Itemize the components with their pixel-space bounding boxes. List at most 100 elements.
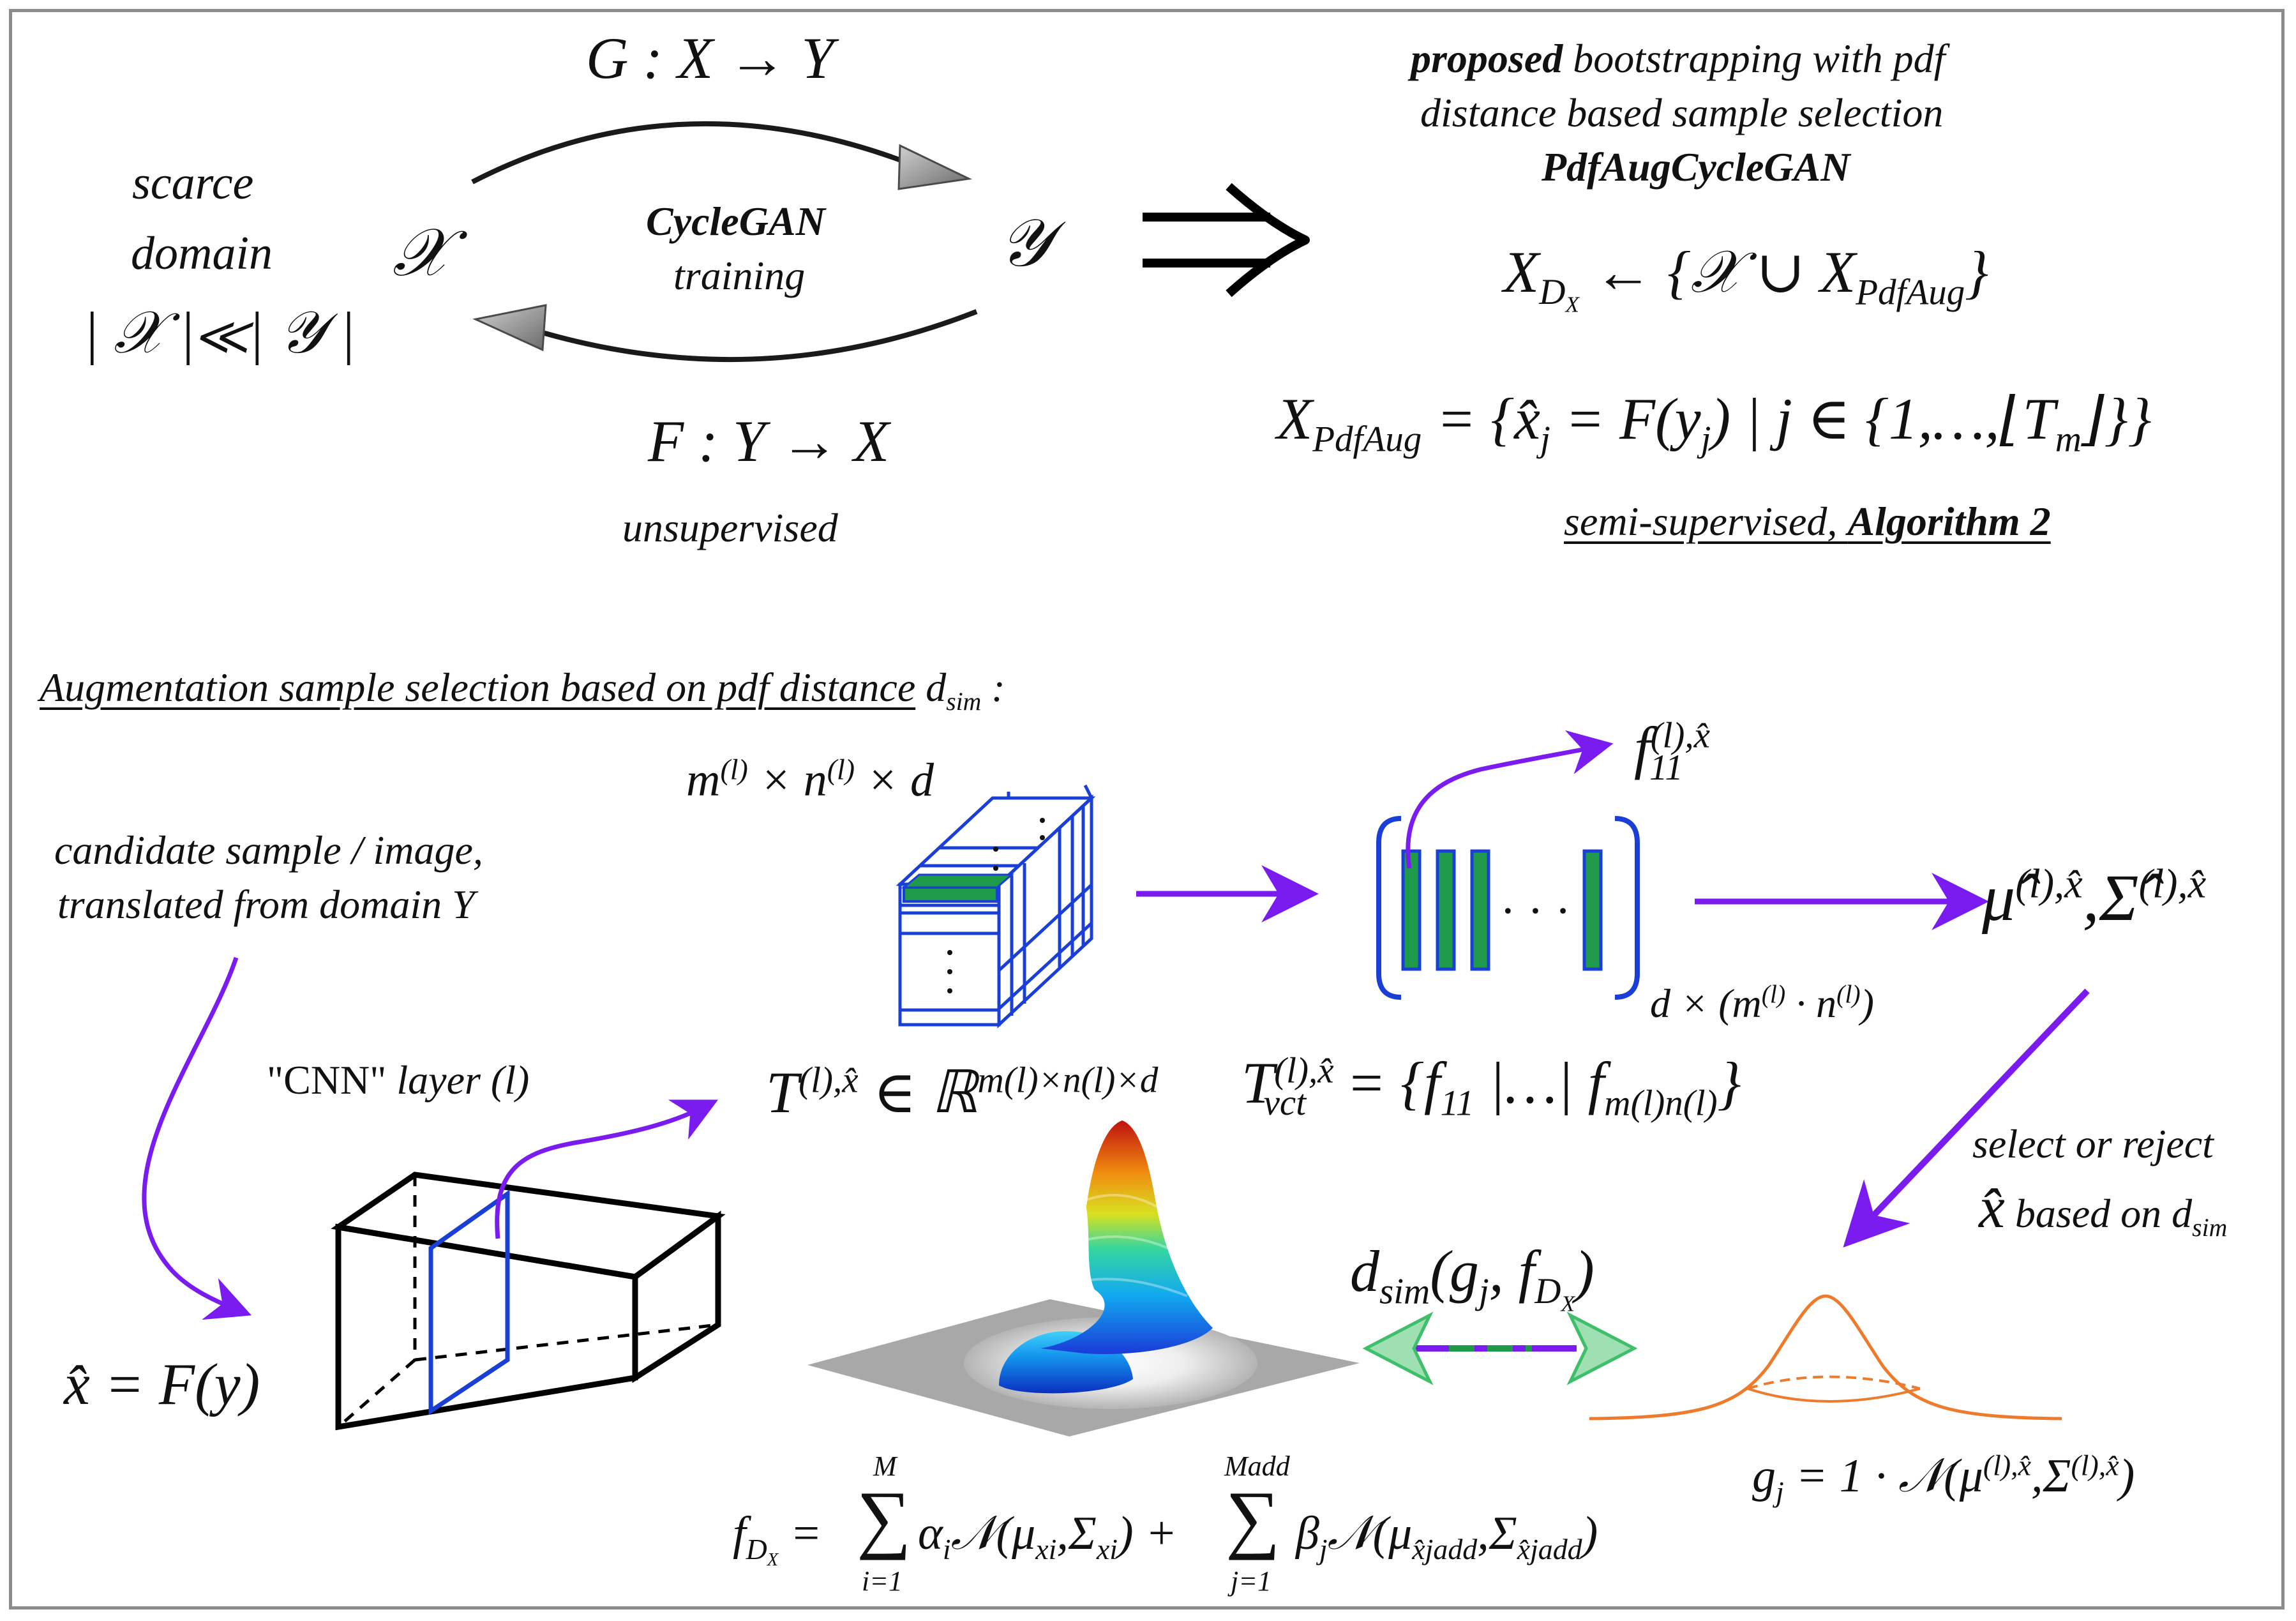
eq1-close: }: [1965, 239, 1989, 305]
tensor-equation: T(l),x̂ ∈ ℝm(l)×n(l)×d: [766, 1060, 1159, 1125]
heading-colon: :: [981, 665, 1005, 710]
feature-matrix: [1376, 816, 1640, 1000]
term1-mu-sub: xi: [1035, 1532, 1057, 1565]
tensor-block: [896, 784, 1096, 1029]
term1-sigma-sub: xi: [1096, 1532, 1118, 1565]
dsim-X: X: [1561, 1290, 1575, 1316]
dsim-close: ): [1575, 1239, 1594, 1304]
gj-eq: = 1 · 𝒩(μ: [1783, 1450, 1983, 1502]
term1-close: ) +: [1117, 1507, 1178, 1560]
tensor-t: T: [766, 1060, 799, 1125]
tvct-mid: |…| f: [1474, 1050, 1605, 1115]
cnn-rest: layer (l): [386, 1057, 530, 1103]
select-xhat: x̂: [1979, 1175, 2005, 1240]
semi-supervised-line: semi-supervised, Algorithm 2: [1564, 501, 2051, 542]
tensor-dims-end: × d: [855, 754, 934, 806]
matrix-size-end: ): [1860, 981, 1874, 1026]
sigma-hat: ,Σ̂: [2082, 861, 2139, 935]
mu-hat: μ̂: [1982, 861, 2016, 935]
matrix-size-l2: (l): [1836, 980, 1861, 1009]
tvct-close: }: [1717, 1050, 1741, 1115]
gj-g: g: [1752, 1450, 1776, 1502]
sum1-top: M: [873, 1451, 897, 1482]
tensor-feature-top: [901, 873, 1015, 889]
tensor-dims-m: m: [686, 754, 721, 806]
f11-sup: (l),x̂: [1650, 715, 1710, 756]
method-name: PdfAugCycleGAN: [1542, 144, 1850, 190]
tvct-equation: T(l),x̂vct = {f11 |…| fm(l)n(l)}: [1242, 1050, 1741, 1121]
eq2-lhs-sub: PdfAug: [1312, 419, 1422, 460]
domain-label: domain: [131, 227, 273, 280]
fdx-sub: D: [746, 1532, 767, 1565]
training-label: training: [673, 253, 806, 298]
f11-label: f(l),x̂11: [1634, 715, 1710, 786]
algorithm-ref: Algorithm 2: [1847, 499, 2051, 544]
term2-rest: 𝒩(μ: [1327, 1507, 1413, 1560]
eq2-j2: j: [1700, 419, 1711, 460]
select-sub: sim: [2192, 1213, 2228, 1242]
candidate-arrow: [142, 956, 252, 1320]
cyclegan-label: CycleGAN: [646, 199, 825, 244]
gaussian-curve: [1589, 1294, 2062, 1421]
proposed-line-2: distance based sample selection: [1420, 90, 1944, 135]
term1-alpha: α: [918, 1507, 943, 1560]
term2-beta: β: [1296, 1507, 1319, 1560]
sum2-bottom: j=1: [1231, 1565, 1272, 1597]
eq2-j: j: [1540, 419, 1550, 460]
unsupervised-label: unsupervised: [622, 505, 838, 550]
dsim-double-arrow: [1362, 1311, 1638, 1385]
fdx-subsub: X: [767, 1549, 779, 1570]
tensor-dims-label: m(l) × n(l) × d: [686, 754, 934, 806]
tensor-feature-row: [903, 886, 998, 903]
cycle-arrow-f: [472, 304, 978, 363]
tensor-space: m(l)×n(l)×d: [977, 1060, 1159, 1101]
heading-dsim: d: [926, 665, 947, 710]
tensor-in: ∈ ℝ: [858, 1060, 978, 1125]
eq1-subsub: X: [1565, 291, 1579, 317]
f11-f: f: [1634, 715, 1651, 780]
mu-sigma-estimates: μ̂(l),x̂,Σ̂(l),x̂: [1982, 863, 2206, 931]
eq1-lhs: X: [1503, 239, 1540, 305]
term2-close: ): [1582, 1507, 1598, 1560]
gj-mid: ,Σ: [2031, 1450, 2071, 1502]
eq2-rhs: = {x̂: [1422, 386, 1540, 451]
fdx-equation: fDX =: [733, 1507, 822, 1569]
term1-rest: 𝒩(μ: [950, 1507, 1036, 1560]
cnn-layer-box: [331, 1172, 726, 1431]
proposed-rest: bootstrapping with pdf: [1563, 36, 1946, 81]
cycle-arrow-g: [471, 121, 973, 190]
gj-sup: (l),x̂: [1983, 1449, 2032, 1482]
heading-text: Augmentation sample selection based on p…: [40, 665, 916, 710]
candidate-line-2: translated from domain Y: [57, 882, 475, 927]
fdx-eq: =: [778, 1507, 822, 1560]
column-to-f11-arrow: [1406, 730, 1614, 869]
sum2-term: βj𝒩(μx̂jadd,Σx̂jadd): [1296, 1507, 1598, 1564]
dsim-function: dsim(gj, fDX): [1350, 1239, 1594, 1315]
tvct-sub: vct: [1263, 1083, 1307, 1124]
gj-sub: j: [1776, 1475, 1784, 1508]
f11-sub: 11: [1649, 748, 1683, 788]
sum1-sigma: ∑: [857, 1475, 912, 1560]
equation-pdfaug-set: XPdfAug = {x̂j = F(yj) | j ∈ {1,…,⌊Tm⌋}}: [1277, 386, 2152, 457]
term2-sigma: ,Σ: [1477, 1507, 1517, 1560]
tensor-dims-mid: × n: [747, 754, 827, 806]
cnn-layer-label: "CNN" layer (l): [267, 1060, 529, 1101]
gj-close: ): [2119, 1450, 2135, 1502]
matrix-dots: · · ·: [1500, 885, 1571, 937]
dsim-mid: , f: [1489, 1239, 1535, 1304]
select-rest: based on d: [2004, 1191, 2193, 1236]
term2-mu-sub: x̂jadd: [1412, 1532, 1478, 1565]
xhat-equation: x̂ = F(y): [64, 1352, 260, 1417]
g-mapping: G : X → Y: [586, 26, 834, 91]
dsim-j: j: [1478, 1271, 1489, 1312]
matrix-size-l: (l): [1761, 980, 1786, 1009]
sum1-bottom: i=1: [862, 1565, 903, 1597]
term1-sigma: ,Σ: [1056, 1507, 1097, 1560]
eq2-end: ⌋}}: [2081, 386, 2152, 451]
proposed-word: proposed: [1411, 36, 1563, 81]
sum2-sigma: ∑: [1226, 1475, 1280, 1560]
implies-arrow: [1143, 183, 1310, 298]
candidate-line-1: candidate sample / image,: [54, 827, 483, 873]
sum1-term: αi𝒩(μxi,Σxi) +: [918, 1507, 1178, 1564]
eq2-m: m: [2055, 419, 2082, 460]
